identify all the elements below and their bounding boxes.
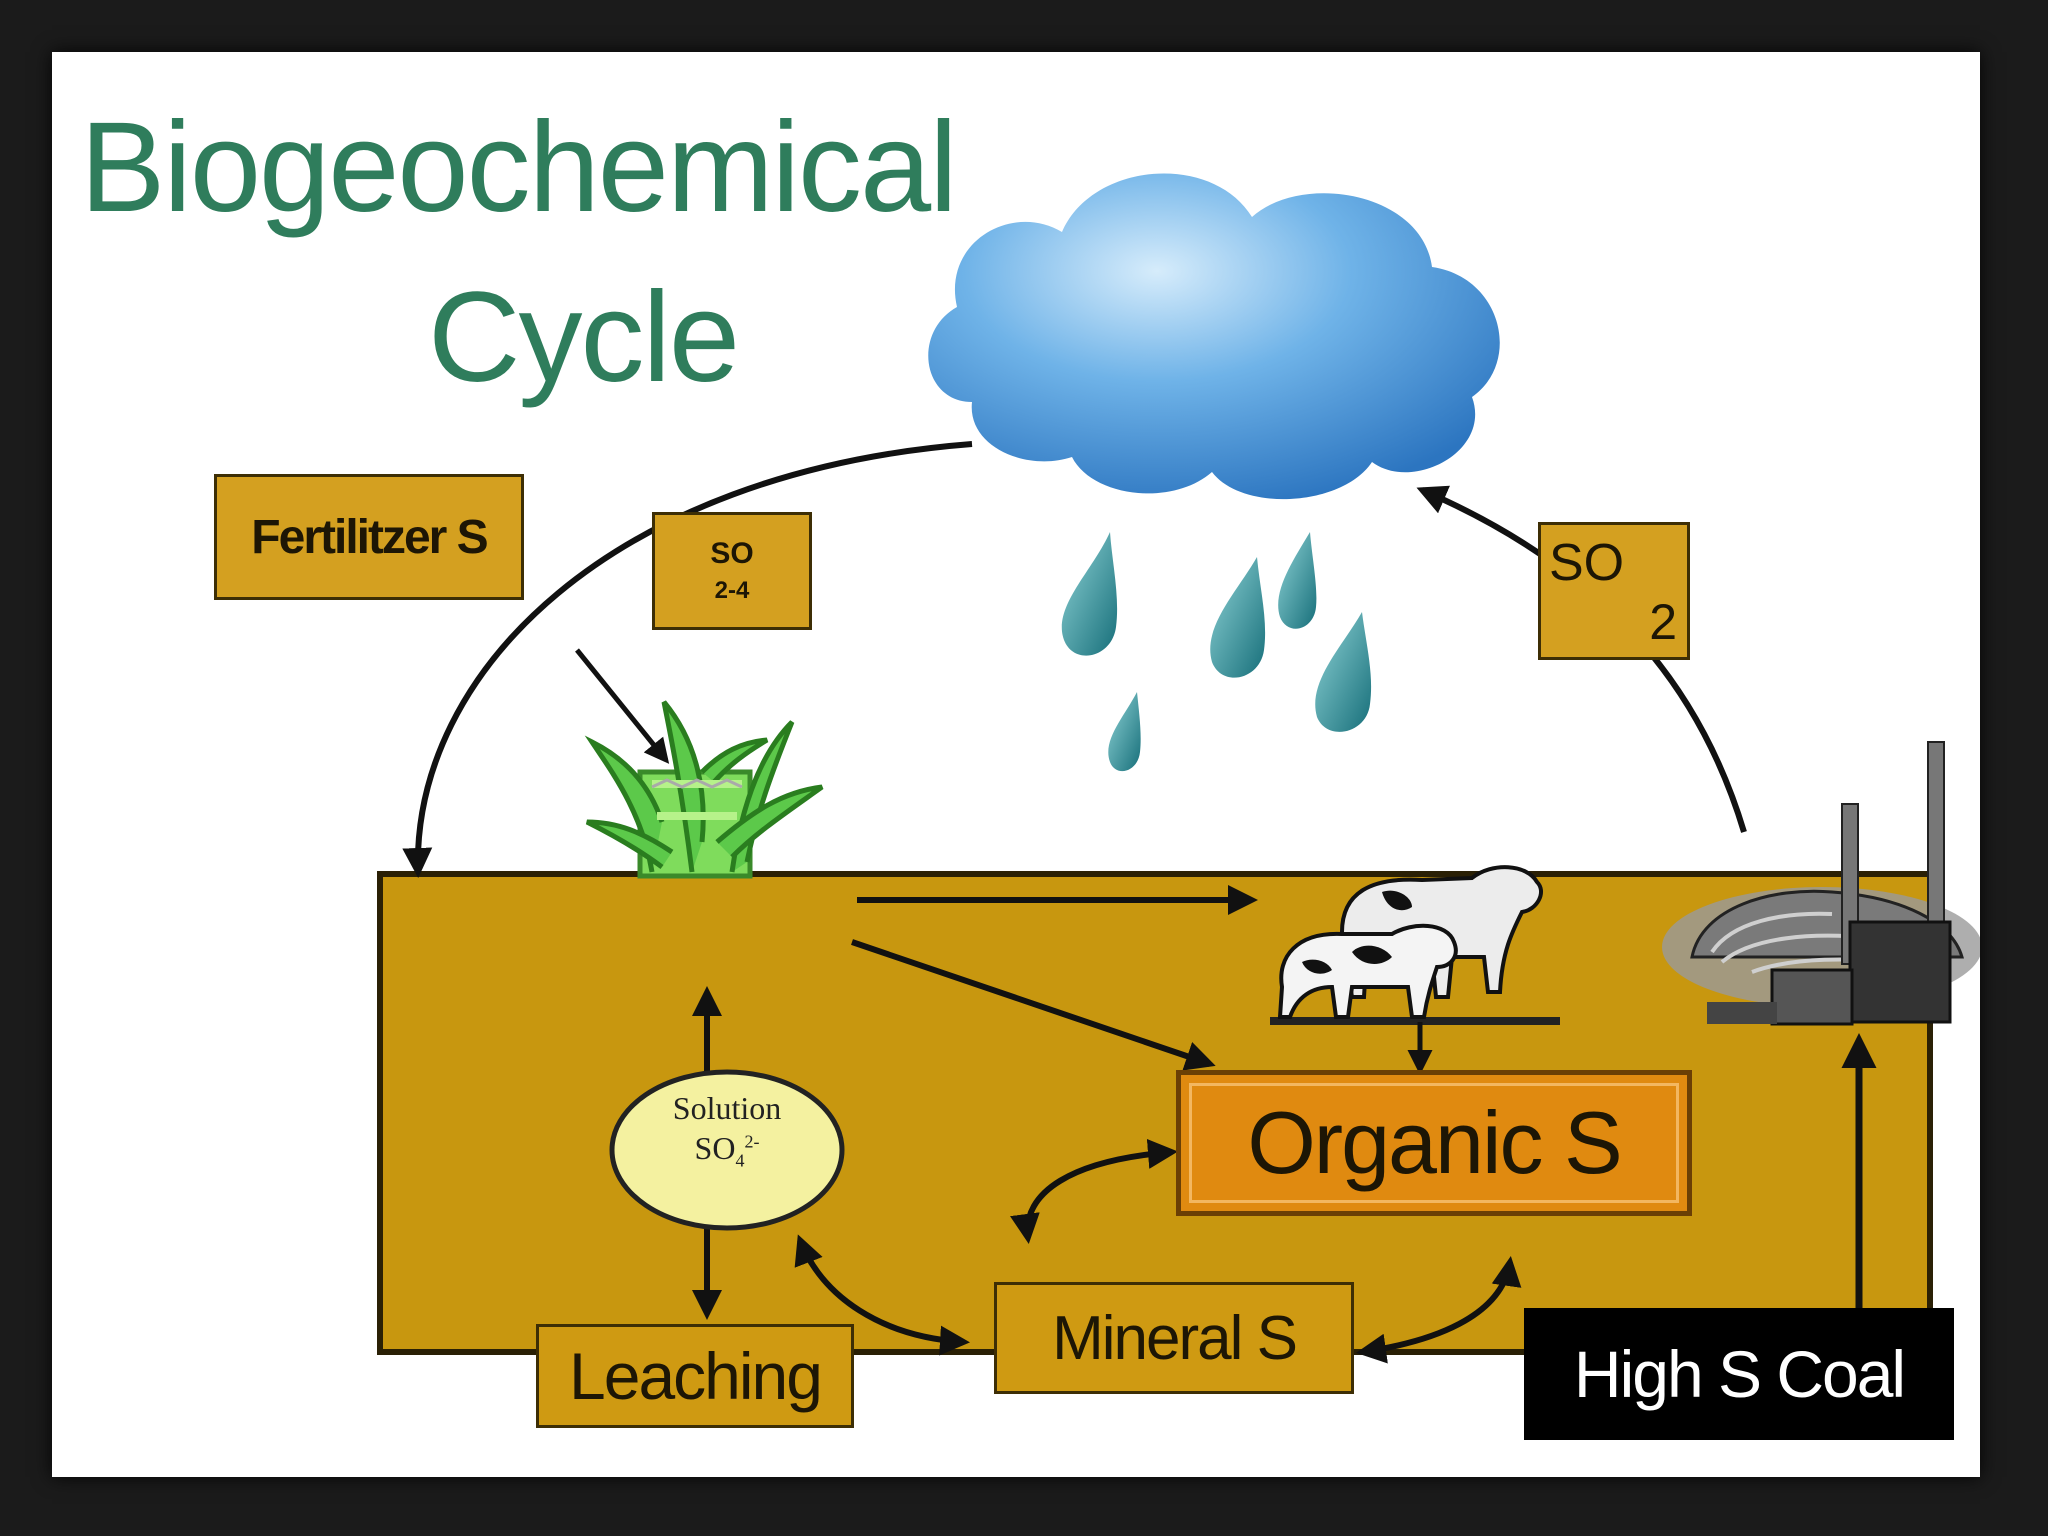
mineral-box: Mineral S [994,1282,1354,1394]
so2-label: SO [1549,534,1625,592]
solution-mineral-arrow [794,1234,970,1356]
organic-mineral-arrow-right [1356,1256,1522,1364]
atmospheric-arc [402,441,973,878]
so24-bottom-label: 2-4 [714,577,750,604]
mineral-organic-arrow-left [1010,1138,1178,1244]
title-line-1: Biogeochemical [80,96,958,239]
diagram-frame: Biogeochemical Cycle Fertilitzer S SO 2-… [52,52,1980,1477]
solution-line-2: SO [694,1130,736,1166]
power-plant-icon [1662,741,1980,1026]
solution-line-1: Solution [672,1090,782,1126]
raindrop-icon [1061,532,1372,772]
diagram-canvas [377,173,1980,1370]
so2-subscript: 2 [1649,594,1677,650]
organic-box: Organic S [1176,1070,1692,1216]
title-line-2: Cycle [428,266,740,409]
solution-ellipse [609,1069,845,1231]
coal-label: High S Coal [1573,1337,1906,1411]
livestock-icon [1270,865,1560,1025]
so24-top-label: SO [710,537,754,570]
organic-label: Organic S [1247,1093,1622,1192]
plant-icon [584,700,824,879]
solution-superscript: 2- [744,1131,760,1152]
solution-subscript: 4 [735,1150,745,1171]
solution-label: Solution SO42- [612,1092,842,1169]
fertilizer-label: Fertilitzer S [251,510,488,564]
mineral-label: Mineral S [1052,1303,1298,1373]
so2-box: SO 2 [1538,522,1690,660]
leaching-label: Leaching [569,1339,823,1413]
coal-box: High S Coal [1524,1308,1954,1440]
fertilizer-to-plant-arrow [575,648,670,764]
fertilizer-box: Fertilitzer S [214,474,524,600]
cloud-icon [928,173,1500,500]
leaching-box: Leaching [536,1324,854,1428]
plant-to-organic-arrow [851,939,1216,1071]
so24-box: SO 2-4 [652,512,812,630]
